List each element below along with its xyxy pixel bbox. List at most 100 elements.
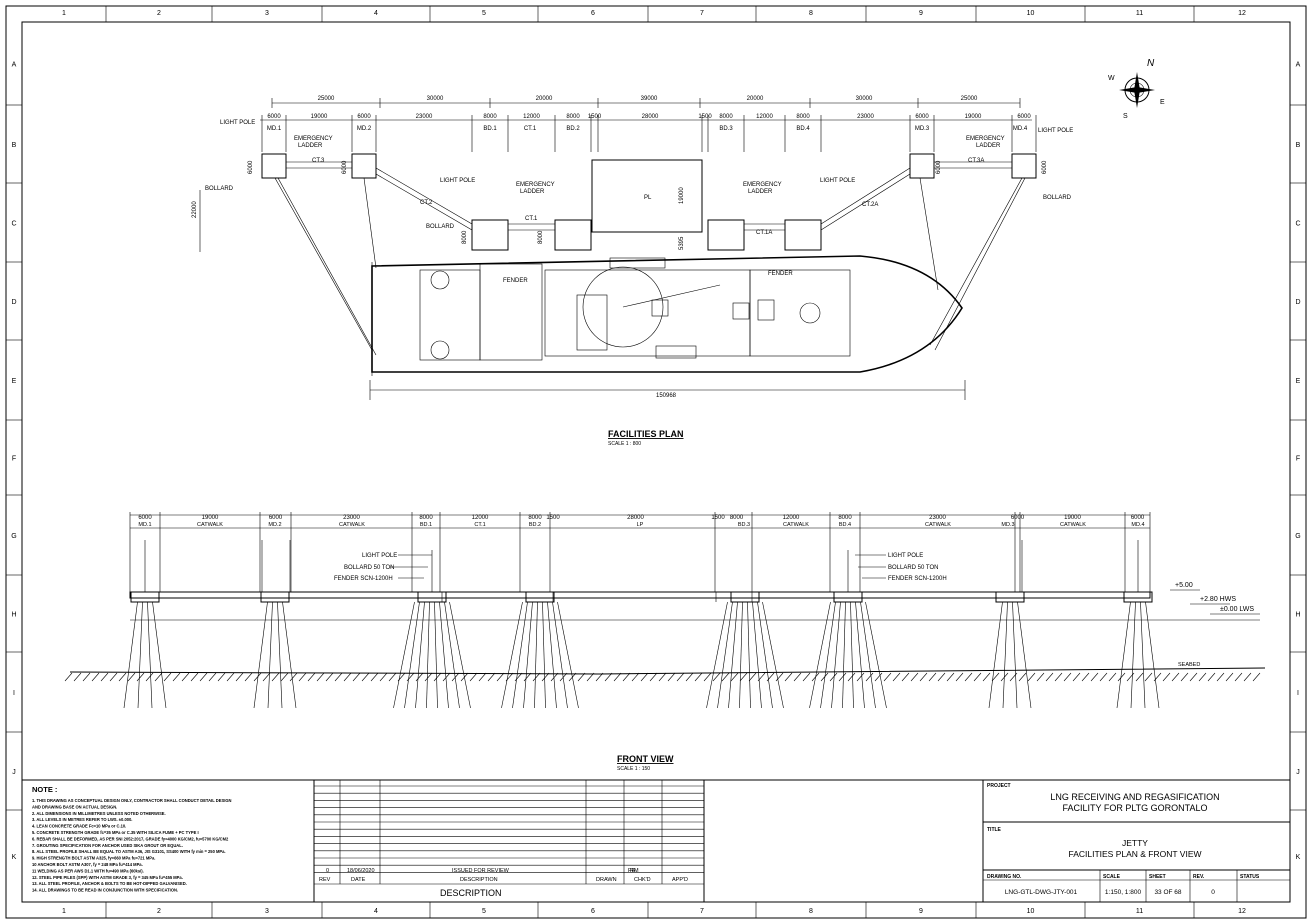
compass-n: N	[1147, 58, 1155, 69]
label-dim-19000: 19000	[679, 187, 685, 204]
rev-h-appd: APP'D	[672, 877, 688, 883]
pile	[277, 601, 283, 709]
rev-chkd: PR	[628, 868, 636, 874]
plan-module-label: BD.3	[719, 126, 733, 132]
grid-col-6-top: 6	[591, 10, 595, 17]
plan-module-label: BD.4	[796, 126, 810, 132]
pile	[728, 601, 738, 709]
front-dim: 1500	[711, 515, 725, 521]
pile	[706, 601, 728, 709]
hatch-line	[181, 672, 190, 682]
pile	[842, 601, 846, 709]
plan-second-dim: 6000	[267, 114, 281, 120]
hatch-line	[226, 672, 235, 682]
hatch-line	[325, 672, 334, 682]
grid-col-3-top: 3	[265, 10, 269, 17]
hatch-line	[910, 672, 919, 682]
label-light-pole-c: LIGHT POLE	[440, 178, 475, 184]
grid-row-F-right: F	[1296, 456, 1300, 463]
grid-row-C-right: C	[1295, 221, 1300, 228]
hatch-line	[136, 672, 145, 682]
plan-second-dim: 19000	[311, 114, 328, 120]
front-dim: 6000	[1011, 515, 1025, 521]
plan-second-dim: 8000	[483, 114, 497, 120]
pile	[267, 601, 273, 709]
note-item: 1. THIS DRAWING AS CONCEPTUAL DESIGN ONL…	[32, 798, 232, 803]
md2-block	[351, 153, 377, 179]
hatch-line	[298, 672, 307, 682]
grid-col-10-top: 10	[1027, 10, 1035, 17]
hatch-line	[883, 672, 892, 682]
callout-r-1: LIGHT POLE	[888, 553, 923, 559]
label-ct2: CT.2	[420, 200, 433, 206]
bd4-block	[784, 219, 822, 251]
hatch-line	[667, 672, 676, 682]
pile-cap	[1123, 591, 1153, 603]
bd1-block	[471, 219, 509, 251]
plan-second-dim: 8000	[566, 114, 580, 120]
pile	[512, 601, 528, 709]
front-segment-label: CATWALK	[1060, 522, 1086, 528]
hatch-line	[307, 672, 316, 682]
hatch-line	[64, 672, 73, 682]
hatch-line	[1072, 672, 1081, 682]
grid-col-10-bottom: 10	[1027, 908, 1035, 915]
hatch-line	[82, 672, 91, 682]
hatch-line	[280, 672, 289, 682]
front-dim: 23000	[929, 515, 946, 521]
label-dim-6000-a: 6000	[248, 160, 254, 174]
plan-top-dim: 20000	[536, 96, 553, 102]
grid-row-H-left: H	[11, 612, 16, 619]
grid-col-11-top: 11	[1136, 10, 1143, 17]
hatch-line	[1126, 672, 1135, 682]
grid-col-5-bottom: 5	[482, 908, 486, 915]
pile	[831, 601, 841, 709]
front-title: FRONT VIEW	[617, 754, 674, 764]
hatch-line	[892, 672, 901, 682]
pile	[147, 601, 153, 709]
grid-col-2-top: 2	[157, 10, 161, 17]
front-segment-label: BD.1	[420, 522, 432, 528]
grid-row-G-right: G	[1295, 533, 1300, 540]
hatch-line	[694, 672, 703, 682]
hatch-line	[91, 672, 100, 682]
callout-r-3: FENDER SCN-1200H	[888, 576, 947, 582]
hatch-line	[865, 672, 874, 682]
pile	[717, 601, 733, 709]
hatch-line	[118, 672, 127, 682]
callout-l-3: FENDER SCN-1200H	[334, 576, 393, 582]
hatch-line	[370, 672, 379, 682]
label-ct2a: CT.2A	[862, 202, 878, 208]
plan-second-dim: 19000	[965, 114, 982, 120]
grid-row-E-right: E	[1296, 378, 1301, 385]
note-item: 14. ALL DRAWINGS TO BE READ IN CONJUNCTI…	[32, 888, 178, 893]
plan-second-dim: 8000	[796, 114, 810, 120]
pile	[557, 601, 579, 709]
hatch-line	[1063, 672, 1072, 682]
hatch-line	[1045, 672, 1054, 682]
grid-row-F-left: F	[12, 456, 16, 463]
bd2-block	[554, 219, 592, 251]
hatch-line	[1054, 672, 1063, 682]
plan-top-dim: 25000	[318, 96, 335, 102]
plan-labels: LIGHT POLE EMERGENCY LADDER BOLLARD CT.3…	[192, 120, 1073, 399]
hatch-line	[550, 672, 559, 682]
hatch-line	[586, 672, 595, 682]
rev-footer: DESCRIPTION	[440, 888, 502, 898]
rev-drawn: RM	[630, 868, 639, 874]
hatch-line	[1216, 672, 1225, 682]
hatch-line	[190, 672, 199, 682]
pile	[1140, 601, 1146, 709]
grid-row-B-right: B	[1296, 142, 1301, 149]
label-ct1a: CT.1A	[756, 230, 772, 236]
grid-col-6-bottom: 6	[591, 908, 595, 915]
grid-row-G-left: G	[11, 533, 16, 540]
label-dim-8000-b: 8000	[538, 230, 544, 244]
pile	[123, 601, 138, 709]
hatch-line	[406, 672, 415, 682]
hatch-line	[991, 672, 1000, 682]
label-emergency-rr: EMERGENCY	[966, 136, 1005, 142]
plan-second-dim: 6000	[915, 114, 929, 120]
